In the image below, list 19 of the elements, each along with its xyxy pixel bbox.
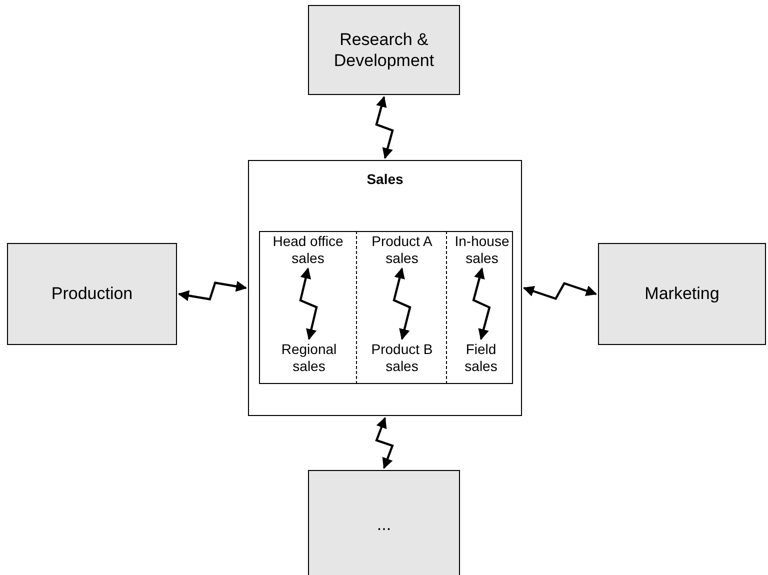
sales-unit-label: In-house sales (447, 233, 517, 267)
department-box: Marketing (598, 243, 766, 345)
sales-unit-label: Field sales (455, 341, 507, 375)
sales-unit-label: Product B sales (361, 341, 443, 375)
lightning-arrow (472, 268, 491, 340)
department-box: Production (7, 243, 177, 345)
department-title: Sales (366, 171, 404, 187)
lightning-arrow (178, 280, 248, 302)
sales-unit-label: Head office sales (261, 233, 355, 267)
lightning-arrow (375, 416, 394, 470)
lightning-arrow (392, 268, 412, 340)
department-box (248, 160, 522, 416)
department-box: ... (308, 470, 460, 575)
lightning-arrow (299, 268, 318, 340)
sales-unit-label: Product A sales (357, 233, 447, 267)
department-box: Research & Development (308, 5, 460, 95)
sales-unit-label: Regional sales (273, 341, 345, 375)
lightning-arrow (375, 96, 394, 160)
lightning-arrow (522, 282, 598, 300)
